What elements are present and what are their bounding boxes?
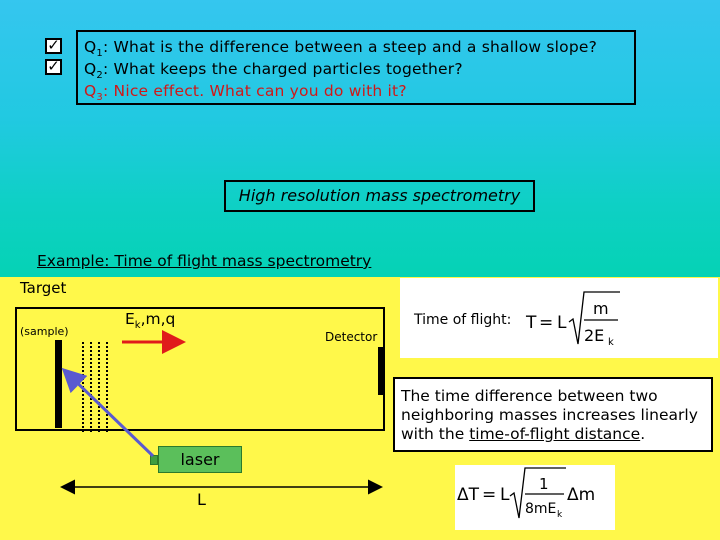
tof-factor: L: [557, 313, 567, 333]
sqrt-symbol: [568, 291, 620, 345]
detector-label: Detector: [325, 330, 378, 344]
tof-denominator-sub: k: [608, 337, 614, 348]
target-plate: [55, 340, 62, 428]
delta-denominator-sub: k: [557, 510, 563, 520]
delta-eq: =: [482, 485, 496, 505]
detector-plate: [378, 347, 385, 395]
example-heading: Example: Time of flight mass spectrometr…: [37, 252, 372, 270]
tof-formula: T = L m 2E k: [525, 291, 620, 348]
delta-formula-panel: [455, 465, 615, 530]
tof-formula-panel: Time of flight:: [400, 278, 718, 358]
extraction-grid: [106, 342, 108, 432]
extraction-grid: [90, 342, 92, 432]
delta-suffix: Δm: [567, 485, 595, 505]
target-label: Target: [20, 279, 67, 297]
checkbox-q2[interactable]: ✓: [45, 59, 62, 75]
laser-nozzle: [150, 455, 158, 465]
tof-lhs: T: [525, 313, 537, 333]
question-3: Q3: Nice effect. What can you do with it…: [84, 82, 407, 104]
laser-source: laser: [158, 446, 242, 473]
extraction-grid: [98, 342, 100, 432]
questions-box: Q1: What is the difference between a ste…: [76, 30, 636, 105]
checkmark-icon: ✓: [47, 36, 60, 54]
sample-label: (sample): [20, 325, 69, 338]
checkbox-q1[interactable]: ✓: [45, 38, 62, 54]
delta-factor: L: [500, 485, 510, 505]
tof-numerator: m: [593, 299, 609, 318]
ion-label: Ek,m,q: [125, 310, 176, 332]
delta-numerator: 1: [539, 475, 549, 493]
delta-formula: ΔT = L 1 8mE k Δm: [457, 467, 595, 520]
delta-denominator: 8mE: [525, 501, 556, 517]
tof-eq: =: [539, 313, 553, 333]
tof-label: Time of flight:: [414, 312, 512, 328]
explanation-box: The time difference between two neighbor…: [393, 377, 713, 452]
laser-beam: [61, 367, 155, 458]
tof-denominator: 2E: [584, 326, 604, 345]
checkmark-icon: ✓: [47, 57, 60, 75]
distance-label: L: [197, 490, 206, 509]
question-2: Q2: What keeps the charged particles tog…: [84, 60, 463, 82]
question-1: Q1: What is the difference between a ste…: [84, 38, 598, 60]
topic-box: High resolution mass spectrometry: [224, 180, 535, 212]
sqrt-symbol: [509, 467, 566, 519]
delta-lhs: ΔT: [457, 485, 480, 505]
